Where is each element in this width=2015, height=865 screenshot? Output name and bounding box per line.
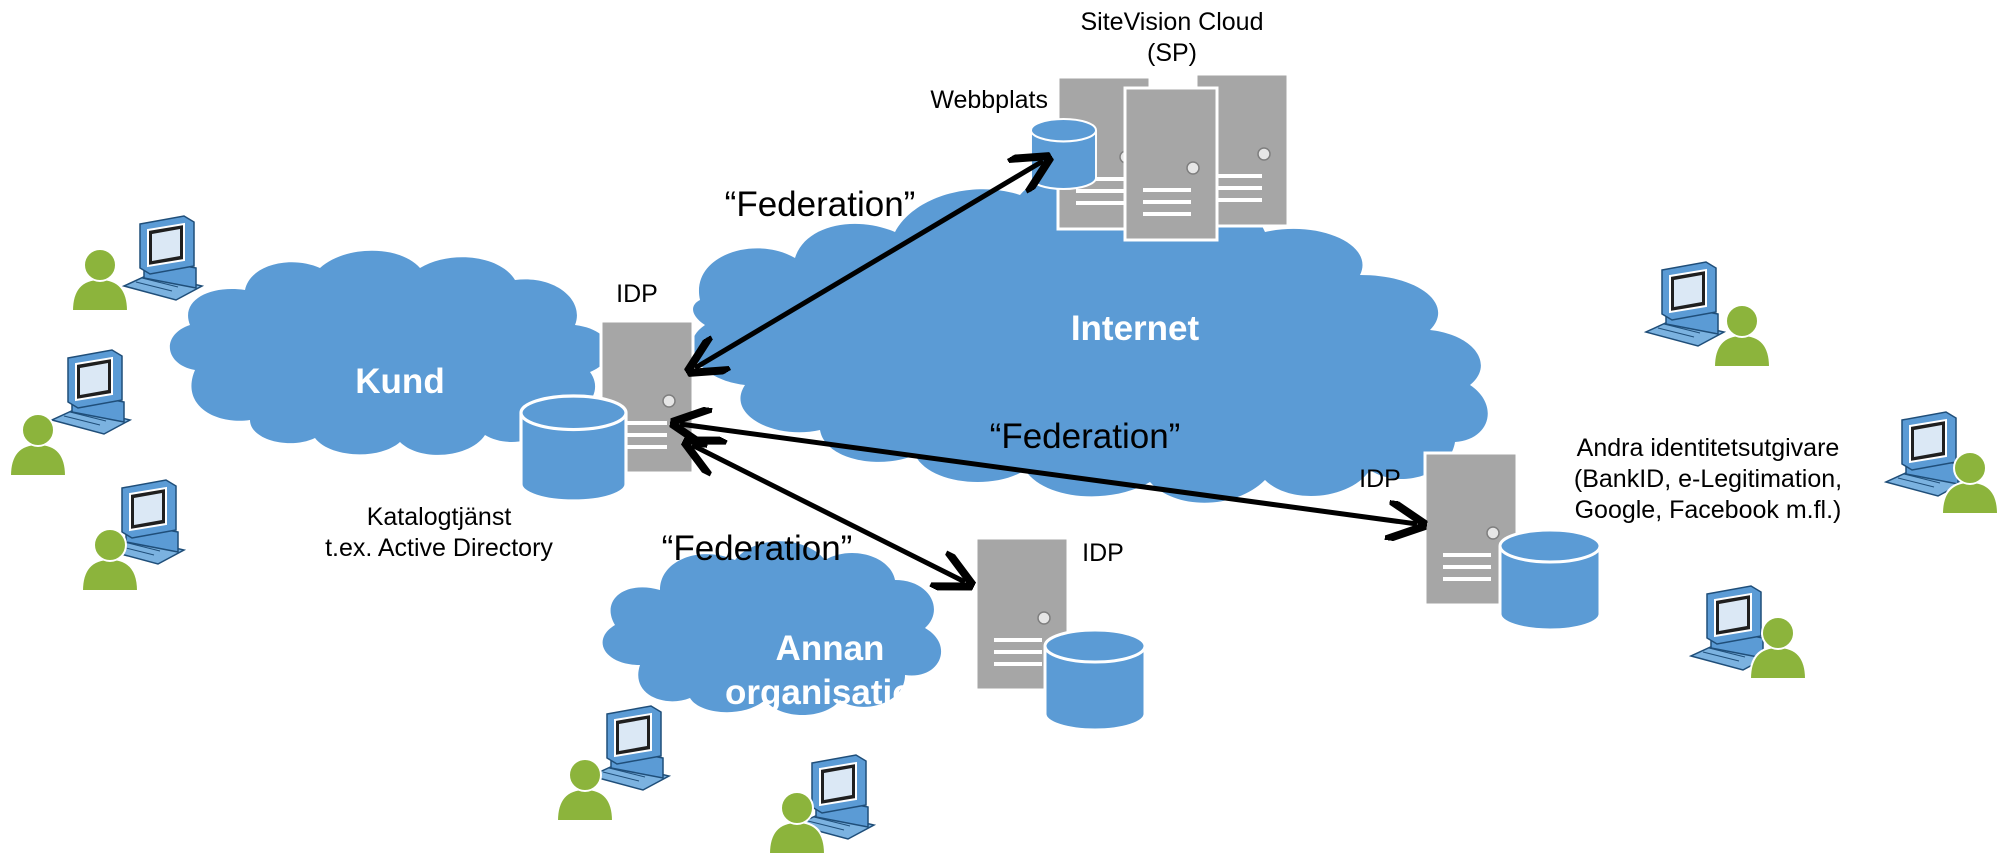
sitevision-label-line2: (SP) [1147,39,1197,67]
annan-cloud-label-line2: organisation [725,673,935,712]
federation-label-top: “Federation” [725,185,916,224]
andra-label-line3: Google, Facebook m.fl.) [1575,496,1842,524]
federation-arrow-top [695,161,1043,368]
workstation-left-2 [9,349,131,477]
federation-arrow-bottom [692,445,965,582]
andra-label-line1: Andra identitetsutgivare [1577,434,1840,462]
katalog-label-line2: t.ex. Active Directory [325,534,553,562]
server-icon [1123,86,1219,242]
workstation-right-1 [1645,261,1771,368]
database-icon [519,394,628,503]
kund-cloud [169,250,610,455]
computer-icon [51,349,131,435]
andra-label-line2: (BankID, e-Legitimation, [1574,465,1842,493]
user-icon [9,413,67,477]
computer-icon [1885,411,1965,497]
computer-icon [123,215,203,301]
database-icon [1043,628,1147,732]
workstation-left-1 [71,215,203,312]
idp-kund-label: IDP [616,280,658,308]
katalog-label-line1: Katalogtjänst [367,503,512,531]
user-icon [1713,304,1771,368]
user-icon [71,248,129,312]
federation-label-middle: “Federation” [990,417,1181,456]
webbplats-label: Webbplats [930,86,1048,114]
idp-other-label: IDP [1359,465,1401,493]
annan-cloud-label-line1: Annan [776,629,885,668]
kund-cloud-label: Kund [355,362,444,401]
idp-annan-label: IDP [1082,539,1124,567]
workstation-annan-2 [768,754,875,855]
computer-icon [1645,261,1725,347]
computer-icon [590,705,670,791]
database-icon [1498,528,1602,632]
internet-cloud-label: Internet [1071,309,1200,348]
workstation-right-3 [1690,585,1807,680]
federation-label-bottom: “Federation” [662,529,853,568]
user-icon [556,758,614,822]
workstation-right-2 [1885,411,1999,515]
workstation-left-3 [81,479,185,592]
database-icon [1029,117,1098,191]
sitevision-label-line1: SiteVision Cloud [1081,8,1264,36]
workstation-annan-1 [556,705,670,822]
